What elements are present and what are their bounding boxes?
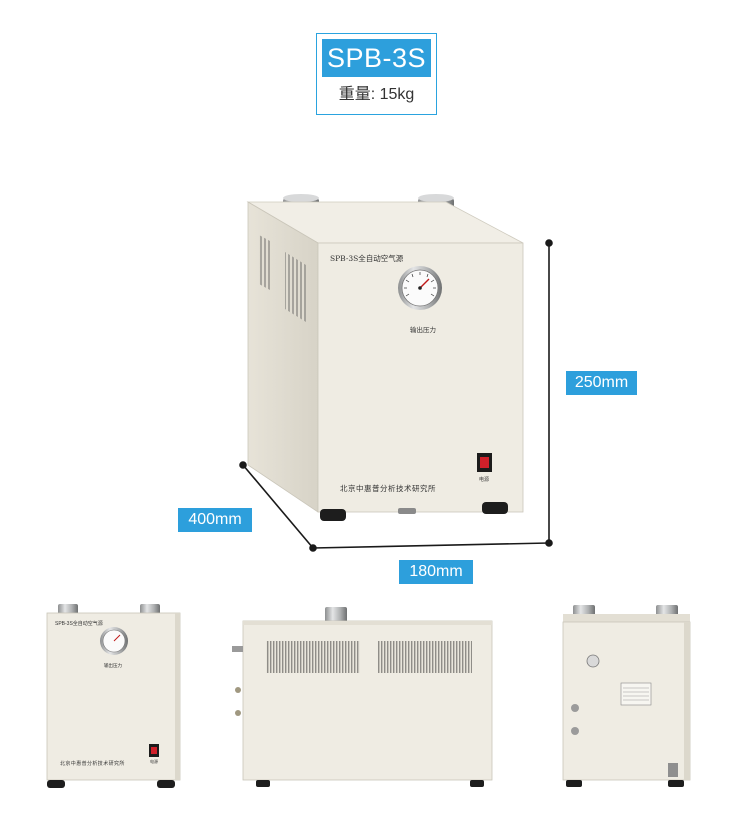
thumbnail-side-view [232,607,493,787]
manufacturer-label: 北京中惠普分析技术研究所 [340,483,436,493]
side-vent-2 [285,252,306,322]
side-vent-1 [259,235,270,290]
thumbnail-back-view [562,605,691,787]
dimension-depth-label: 400mm [178,508,252,532]
thumb-front-switch-caption: 电源 [150,758,158,764]
thumb-front-gauge-caption: 输出压力 [104,662,122,669]
foot-front-left [320,509,346,521]
side-face [247,201,319,513]
main-unit: SPB-3S全自动空气源 输出压力 电源 [246,194,524,521]
dimension-lines [239,239,553,552]
power-switch [477,453,492,472]
bottom-fitting [398,508,416,514]
thumb-front-title: SPB-3S全自动空气源 [55,620,103,627]
thumb-front-manufacturer: 北京中惠普分析技术研究所 [60,760,125,767]
dimension-width-label: 180mm [399,560,473,584]
model-badge: SPB-3S 重量: 15kg [316,33,437,115]
pressure-gauge [398,266,442,310]
front-title: SPB-3S全自动空气源 [330,253,404,263]
gauge-caption: 输出压力 [410,325,436,334]
weight-label: 重量: 15kg [338,86,415,103]
switch-caption: 电源 [479,476,489,483]
foot-front-right [482,502,508,514]
thumbnail-front-view: SPB-3S全自动空气源 输出压力 电源 北京中惠普分析技术研究所 [46,604,181,788]
model-label: SPB-3S [322,39,431,77]
dimension-height-label: 250mm [566,371,637,395]
